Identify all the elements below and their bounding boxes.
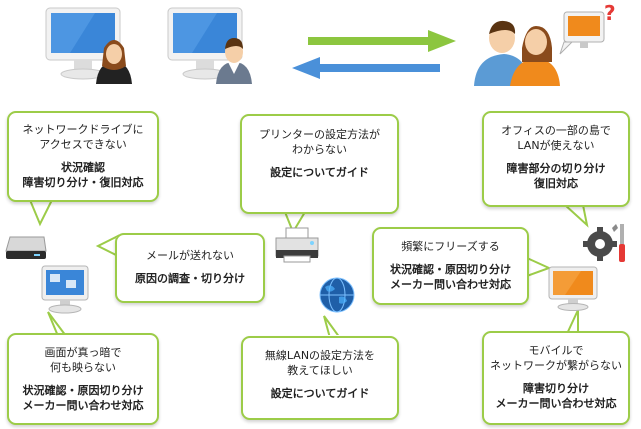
problem-text: モバイルで — [528, 344, 584, 357]
problem-text: 画面が真っ暗で — [44, 346, 122, 359]
gear-tools-icon — [583, 224, 625, 262]
desktop-monitor-icon — [41, 265, 89, 314]
solution-text: 障害切り分け — [523, 382, 589, 395]
external-drive-icon — [5, 236, 47, 259]
bubble-email: メールが送れない 原因の調査・切り分け — [115, 233, 265, 303]
svg-text:?: ? — [604, 1, 616, 25]
problem-text: メールが送れない — [146, 249, 234, 262]
support-staff-icon — [474, 20, 560, 86]
solution-text: 原因の調査・切り分け — [135, 272, 245, 285]
orange-monitor-icon — [548, 266, 598, 311]
bubble-tail — [323, 315, 342, 341]
solution-text: メーカー問い合わせ対応 — [495, 397, 617, 410]
problem-text: 頻繁にフリーズする — [401, 240, 500, 253]
monitor-man-icon — [167, 7, 252, 84]
bubble-network-drive: ネットワークドライブに アクセスできない 状況確認 障害切り分け・復旧対応 — [7, 111, 159, 202]
solution-text: 状況確認 — [61, 161, 105, 174]
solution-text: 障害切り分け・復旧対応 — [22, 176, 144, 189]
bubble-printer: プリンターの設定方法が わからない 設定についてガイド — [240, 114, 399, 214]
solution-text: 状況確認・原因切り分け — [22, 384, 144, 397]
monitor-woman-icon — [45, 7, 132, 84]
problem-text: 何も映らない — [50, 361, 116, 374]
bubble-freeze: 頻繁にフリーズする 状況確認・原因切り分け メーカー問い合わせ対応 — [372, 227, 529, 305]
problem-text: プリンターの設定方法が — [259, 128, 380, 141]
solution-text: 復旧対応 — [534, 177, 578, 190]
solution-text: 設定についてガイド — [270, 387, 370, 400]
solution-text: 設定についてガイド — [270, 166, 369, 179]
problem-text: 無線LANの設定方法を — [264, 349, 376, 362]
solution-text: 状況確認・原因切り分け — [390, 263, 511, 276]
solution-text: メーカー問い合わせ対応 — [22, 399, 144, 412]
solution-text: メーカー問い合わせ対応 — [390, 278, 511, 291]
arrow-left-icon — [292, 57, 440, 79]
problem-text: オフィスの一部の島で — [501, 124, 611, 137]
problem-text: 教えてほしい — [287, 364, 353, 377]
globe-icon — [319, 277, 355, 313]
bubble-wireless-lan: 無線LANの設定方法を 教えてほしい 設定についてガイド — [241, 336, 399, 420]
arrow-right-icon — [308, 30, 456, 52]
problem-text: ネットワークが繋がらない — [490, 359, 622, 372]
solution-text: 障害部分の切り分け — [506, 162, 606, 175]
bubble-tail — [28, 197, 54, 227]
bubble-office-lan: オフィスの一部の島で LANが使えない 障害部分の切り分け 復旧対応 — [482, 111, 630, 207]
problem-text: アクセスできない — [39, 138, 127, 151]
question-mark-icon: ? — [559, 1, 616, 55]
bubble-mobile: モバイルで ネットワークが繋がらない 障害切り分け メーカー問い合わせ対応 — [482, 331, 630, 425]
problem-text: ネットワークドライブに — [22, 123, 144, 136]
printer-icon — [275, 227, 319, 263]
problem-text: わからない — [292, 143, 347, 156]
bubble-black-screen: 画面が真っ暗で 何も映らない 状況確認・原因切り分け メーカー問い合わせ対応 — [7, 333, 159, 425]
problem-text: LANが使えない — [517, 139, 595, 152]
